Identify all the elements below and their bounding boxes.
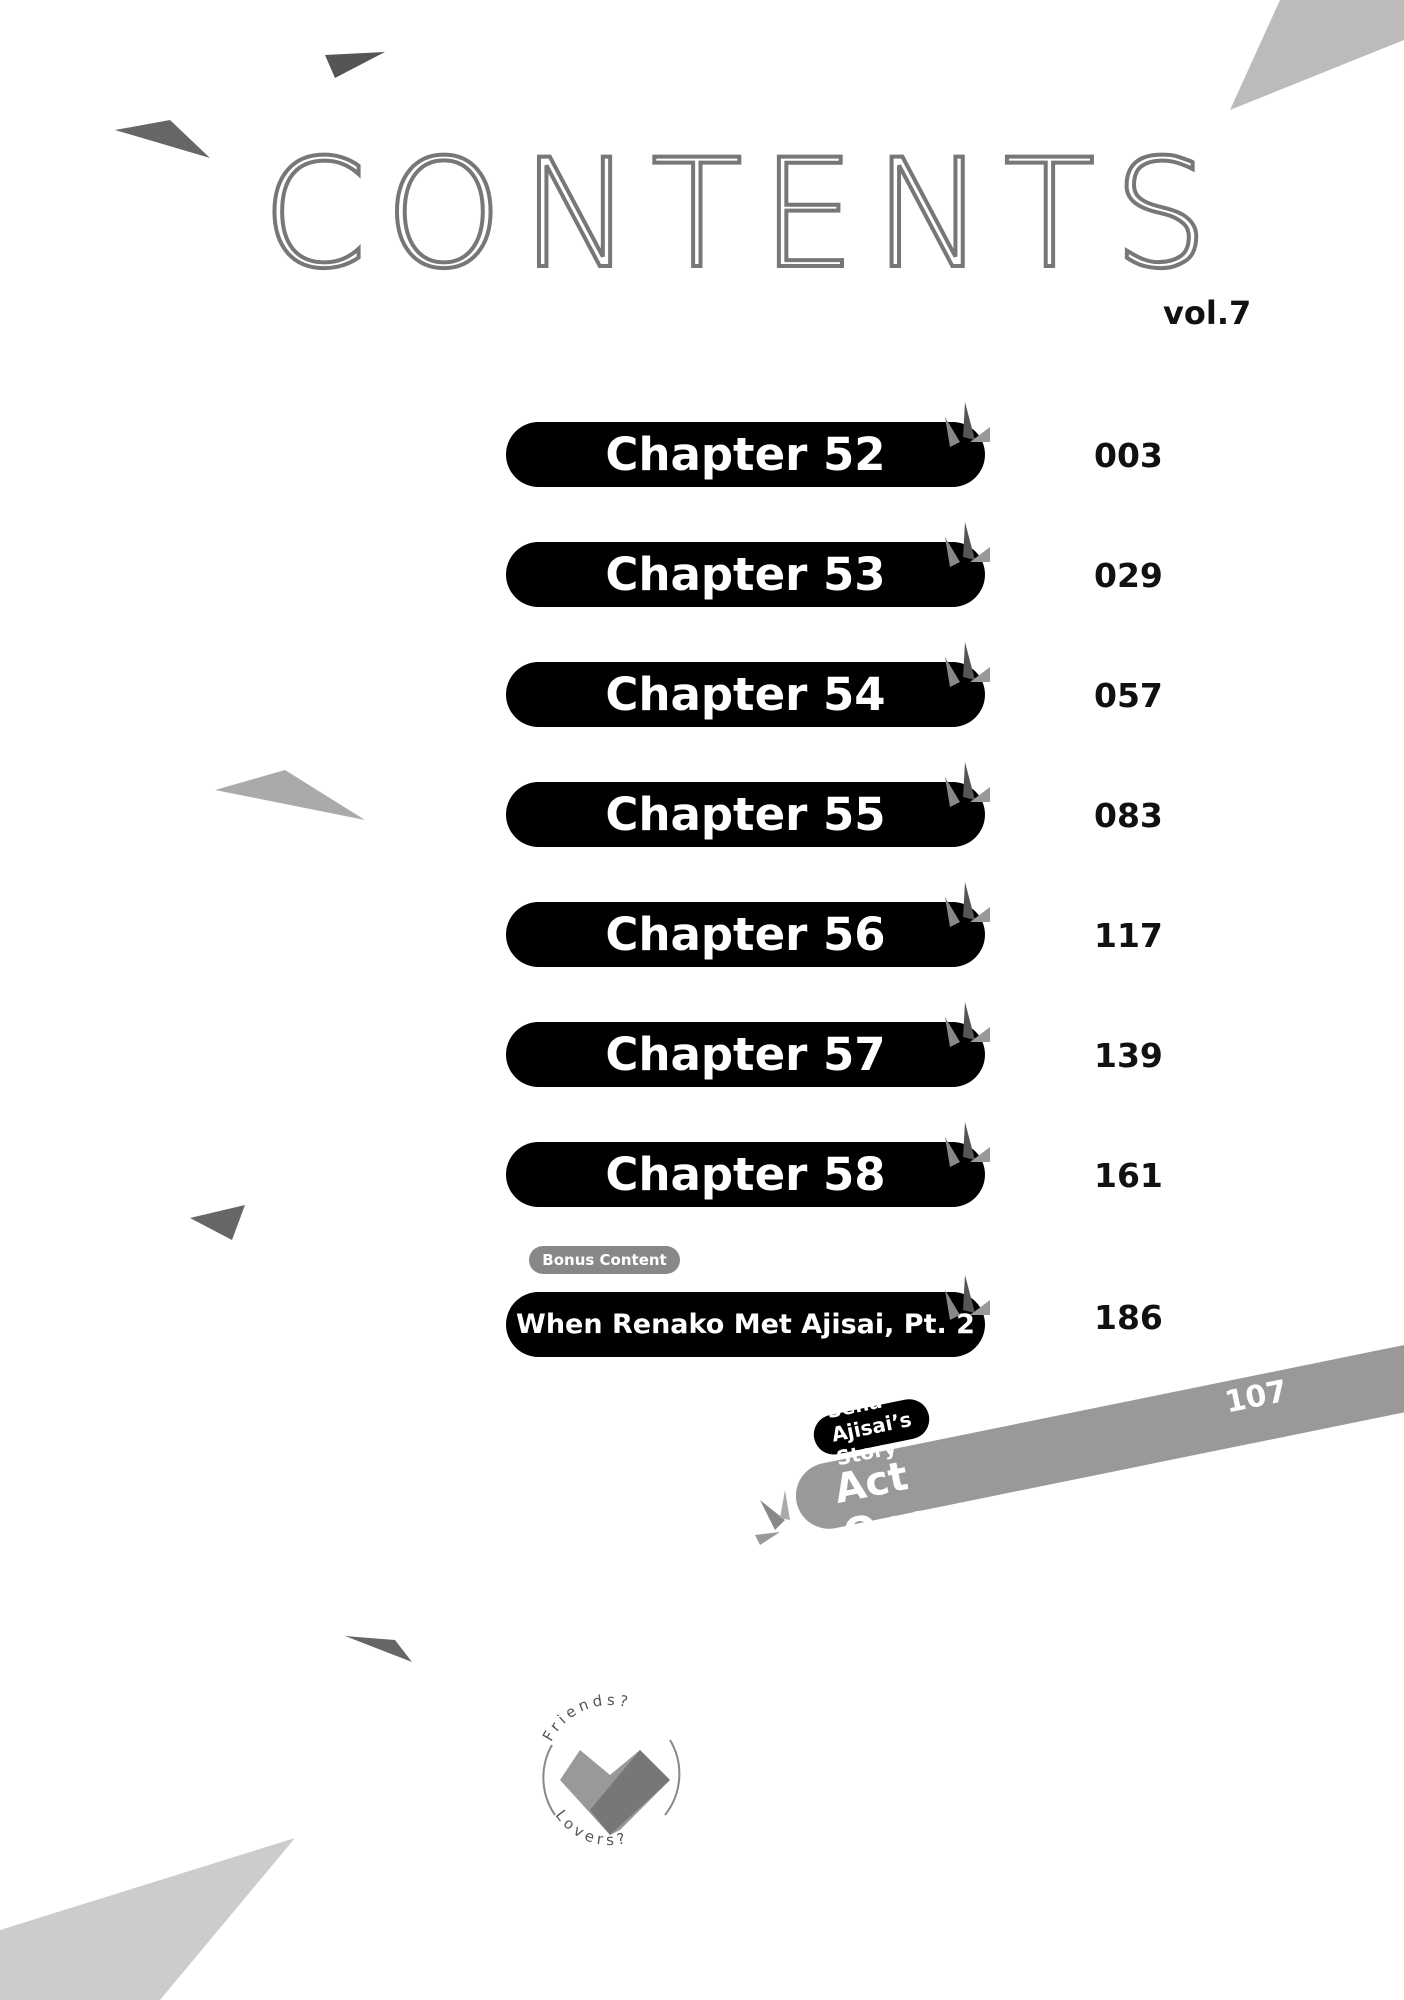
toc-page-number: 161 [1094, 1156, 1163, 1195]
toc-page-number: 083 [1094, 796, 1163, 835]
toc-entry-bonus[interactable]: When Renako Met Ajisai, Pt. 2 [506, 1292, 985, 1357]
burst-icon [945, 402, 990, 447]
burst-icon [945, 1122, 990, 1167]
toc-entry-chapter[interactable]: Chapter 57 [506, 1022, 985, 1087]
toc-page-number: 029 [1094, 556, 1163, 595]
page-title: CONTENTS [260, 128, 1227, 302]
burst-icon [945, 642, 990, 687]
toc-page-number: 003 [1094, 436, 1163, 475]
triangle-deco [1230, 0, 1404, 110]
toc-entry-chapter[interactable]: Chapter 52 [506, 422, 985, 487]
triangle-deco [345, 1636, 412, 1662]
triangle-deco [215, 770, 365, 820]
logo-top-text: Friends? [539, 1691, 630, 1744]
burst-icon [945, 1002, 990, 1047]
burst-icon [945, 882, 990, 927]
toc-entry-chapter[interactable]: Chapter 58 [506, 1142, 985, 1207]
toc-entry-chapter[interactable]: Chapter 54 [506, 662, 985, 727]
svg-text:Friends?: Friends? [539, 1691, 634, 1744]
toc-page-number: 117 [1094, 916, 1163, 955]
burst-icon [945, 1275, 990, 1320]
volume-label: vol.7 [1163, 294, 1252, 332]
side-story-tag: Sena Ajisai’s Story [810, 1389, 933, 1470]
triangle-deco [325, 52, 385, 78]
toc-entry-chapter[interactable]: Chapter 55 [506, 782, 985, 847]
triangle-deco [0, 1838, 295, 2000]
friends-lovers-logo: Friends? Lovers? [539, 1691, 681, 1849]
burst-icon [945, 762, 990, 807]
bonus-tag: Bonus Content [529, 1246, 680, 1274]
burst-icon [755, 1490, 790, 1545]
toc-entry-chapter[interactable]: Chapter 53 [506, 542, 985, 607]
burst-icon [945, 522, 990, 567]
toc-page-number: 057 [1094, 676, 1163, 715]
triangle-deco [190, 1205, 245, 1240]
toc-entry-chapter[interactable]: Chapter 56 [506, 902, 985, 967]
toc-page-bonus: 186 [1094, 1298, 1163, 1337]
toc-page-number: 139 [1094, 1036, 1163, 1075]
triangle-deco [115, 120, 210, 158]
